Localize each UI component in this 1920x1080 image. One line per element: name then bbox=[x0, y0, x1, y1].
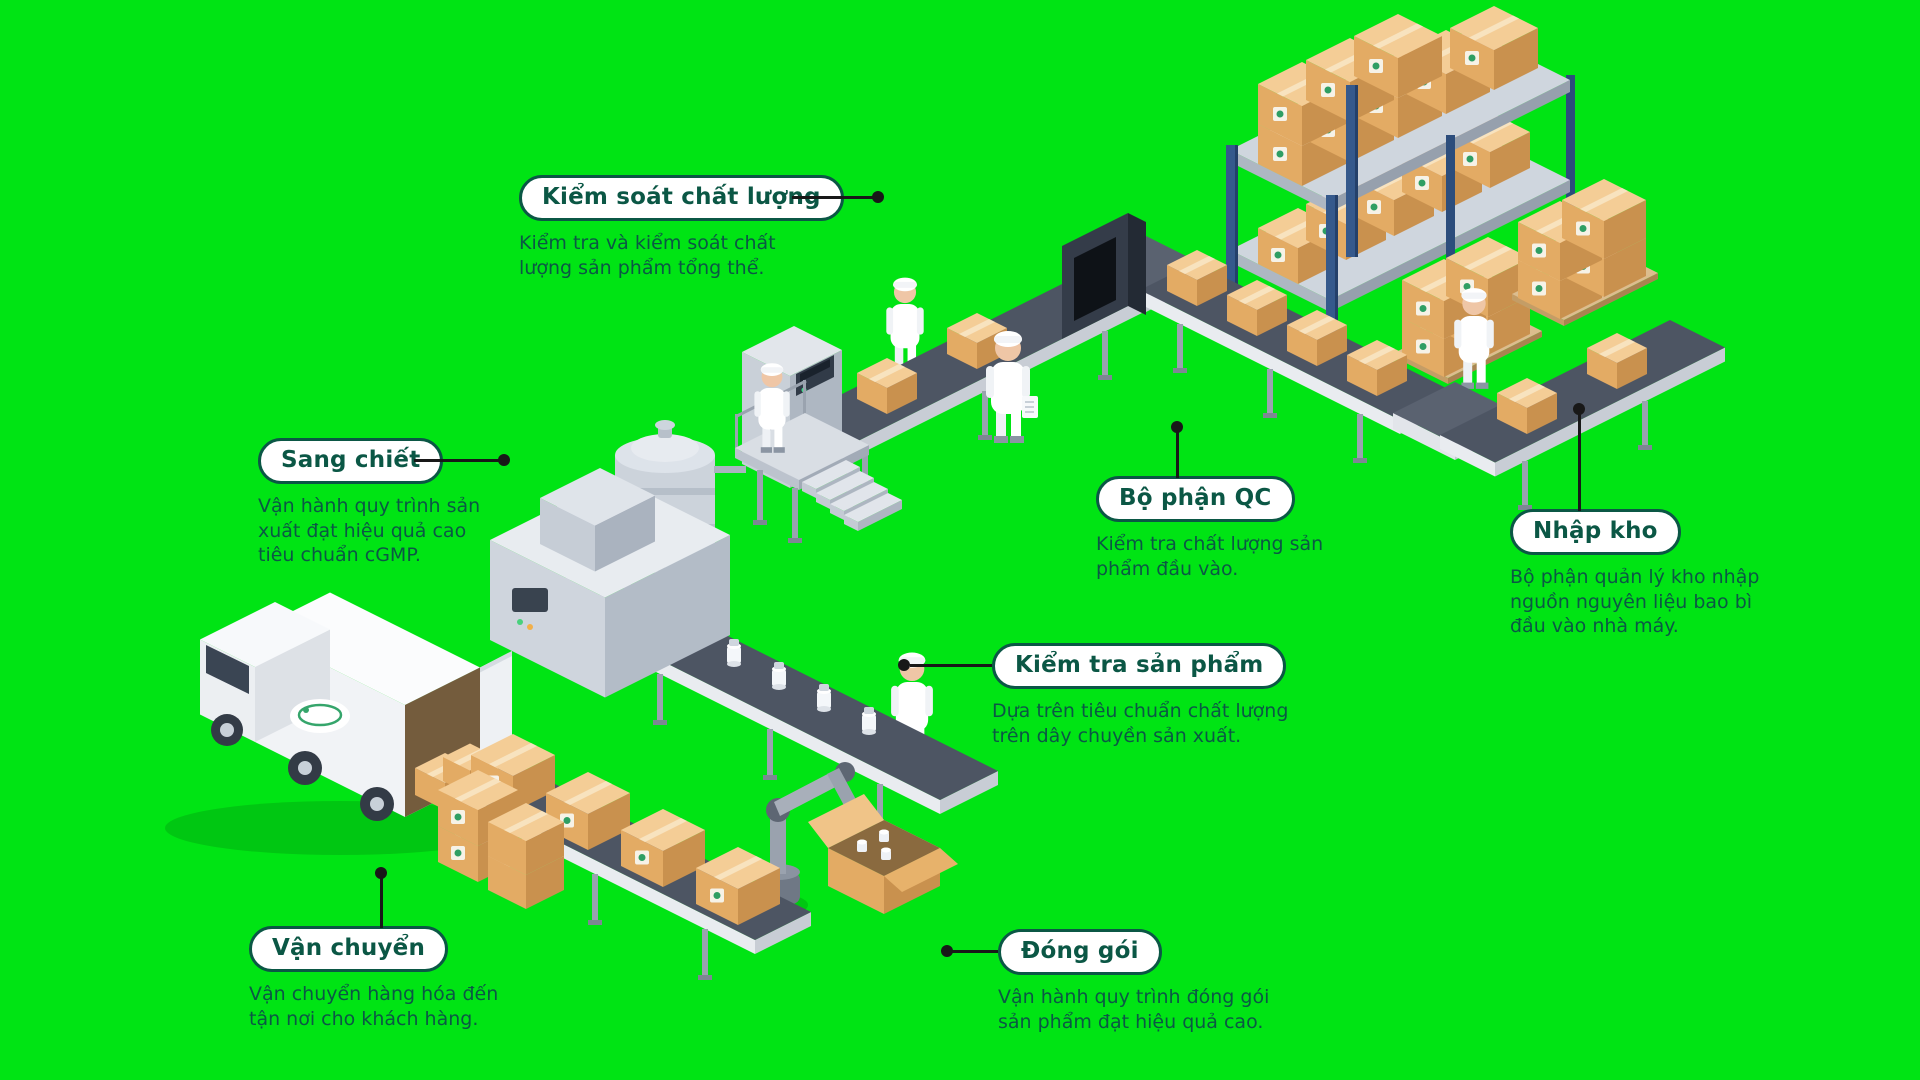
step-transport: Vận chuyển Vận chuyển hàng hóa đến tận n… bbox=[249, 926, 527, 1031]
step-label: Nhập kho bbox=[1533, 518, 1658, 544]
step-description: Kiểm tra và kiểm soát chất lượng sản phẩ… bbox=[519, 232, 776, 279]
step-description: Vận hành quy trình đóng gói sản phẩm đạt… bbox=[998, 986, 1270, 1033]
step-description: Vận hành quy trình sản xuất đạt hiệu quả… bbox=[258, 495, 481, 567]
step-label-badge: Sang chiết bbox=[258, 438, 444, 484]
connector-dot bbox=[1171, 421, 1183, 433]
step-label: Kiểm soát chất lượng bbox=[542, 184, 821, 210]
shipping-boxes bbox=[438, 770, 564, 909]
connector-dot bbox=[898, 659, 910, 671]
connector-dot bbox=[941, 945, 953, 957]
step-label-badge: Nhập kho bbox=[1510, 509, 1681, 555]
connector-line bbox=[952, 950, 998, 953]
packing-box bbox=[808, 794, 958, 914]
step-label: Bộ phận QC bbox=[1119, 485, 1272, 511]
inspection-gate bbox=[1062, 213, 1146, 339]
step-filling: Sang chiết Vận hành quy trình sản xuất đ… bbox=[258, 438, 506, 568]
connector-line bbox=[1176, 432, 1179, 478]
output-conveyor bbox=[455, 734, 811, 980]
step-warehouse-intake: Nhập kho Bộ phận quản lý kho nhập nguồn … bbox=[1510, 509, 1778, 639]
connector-dot bbox=[1573, 403, 1585, 415]
delivery-truck bbox=[165, 592, 515, 855]
step-label-badge: Đóng gói bbox=[998, 929, 1162, 975]
step-label-badge: Vận chuyển bbox=[249, 926, 449, 972]
step-label-badge: Kiểm soát chất lượng bbox=[519, 175, 844, 221]
step-label-badge: Kiểm tra sản phẩm bbox=[992, 643, 1287, 689]
connector-line bbox=[910, 664, 992, 667]
step-label-badge: Bộ phận QC bbox=[1096, 476, 1295, 522]
warehouse-worker bbox=[1454, 288, 1494, 389]
step-description: Kiểm tra chất lượng sản phẩm đầu vào. bbox=[1096, 533, 1324, 580]
step-label: Kiểm tra sản phẩm bbox=[1015, 652, 1264, 678]
step-packaging: Đóng gói Vận hành quy trình đóng gói sản… bbox=[998, 929, 1300, 1034]
step-label: Sang chiết bbox=[281, 447, 421, 473]
conveyor-boxes bbox=[857, 250, 1647, 434]
step-label: Vận chuyển bbox=[272, 935, 426, 961]
qc-workers bbox=[986, 331, 1038, 443]
operator-platform bbox=[735, 363, 902, 543]
step-description: Dựa trên tiêu chuẩn chất lượng trên dây … bbox=[992, 700, 1289, 747]
connector-dot bbox=[375, 867, 387, 879]
warehouse-rack bbox=[1226, 6, 1575, 367]
connector-line bbox=[380, 878, 383, 928]
step-label: Đóng gói bbox=[1021, 938, 1139, 964]
step-qc-department: Bộ phận QC Kiểm tra chất lượng sản phẩm … bbox=[1096, 476, 1334, 581]
step-description: Bộ phận quản lý kho nhập nguồn nguyên li… bbox=[1510, 566, 1760, 638]
filling-conveyor bbox=[490, 468, 998, 835]
step-description: Vận chuyển hàng hóa đến tận nơi cho khác… bbox=[249, 983, 499, 1030]
connector-line bbox=[1578, 414, 1581, 511]
connector-line bbox=[414, 459, 502, 462]
connector-dot bbox=[498, 454, 510, 466]
connector-dot bbox=[872, 191, 884, 203]
step-quality-control: Kiểm soát chất lượng Kiểm tra và kiểm so… bbox=[519, 175, 844, 280]
step-product-inspection: Kiểm tra sản phẩm Dựa trên tiêu chuẩn ch… bbox=[992, 643, 1310, 748]
connector-line bbox=[792, 196, 878, 199]
